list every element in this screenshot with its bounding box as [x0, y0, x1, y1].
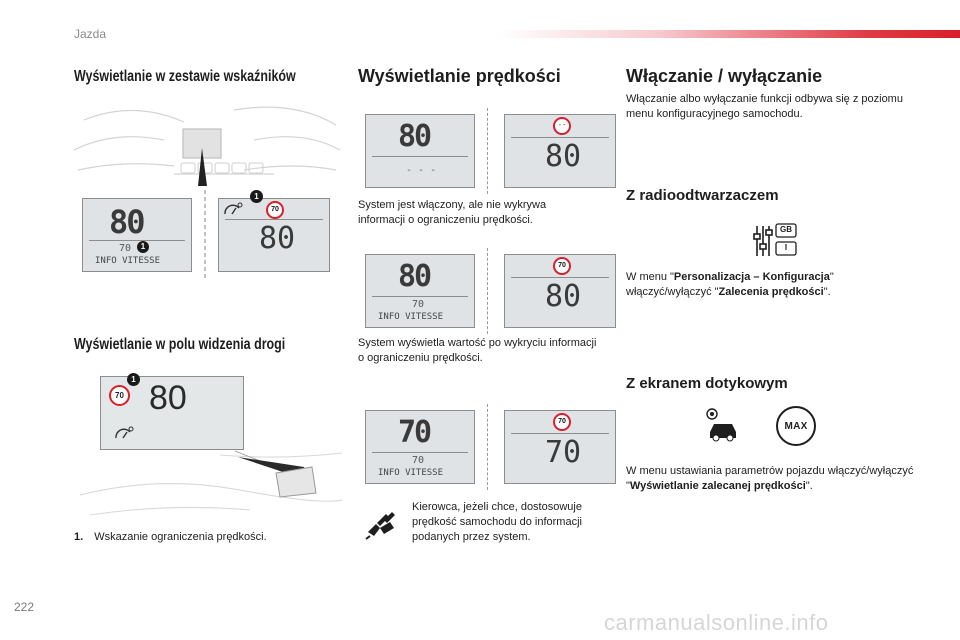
speedometer-icon — [115, 426, 134, 439]
heading-enable-disable: Włączanie / wyłączanie — [626, 66, 823, 86]
vehicle-settings-icon — [706, 408, 736, 442]
state-1-description: System jest włączony, ale nie wykrywa in… — [358, 199, 547, 226]
speed-limit-sign-icon: 70 — [109, 385, 130, 406]
enable-intro-text: Włączanie albo wyłączanie funkcji odbywa… — [626, 93, 903, 120]
speed-limit-sign-icon: - - — [553, 117, 571, 135]
lcd-speed: 80 — [398, 259, 432, 294]
lcd-speed: 80 — [545, 139, 582, 174]
lcd-speed: 80 — [398, 119, 432, 154]
lcd-divider — [372, 296, 468, 297]
lcd-divider — [372, 452, 468, 453]
settings-sliders-icon — [753, 223, 797, 256]
max-speed-icon: MAX — [776, 406, 816, 446]
speed-limit-sign-icon: 70 — [553, 413, 571, 431]
heading-with-radio: Z radioodtwarzaczem — [626, 187, 779, 204]
lcd-left-state-3: 70 70 INFO VITESSE — [365, 410, 475, 484]
lcd-right-state-2: 80 70 — [504, 254, 616, 328]
separator — [487, 404, 489, 490]
lcd-speed: 80 — [109, 203, 146, 241]
lcd-limit-small: 70 — [119, 243, 132, 254]
lcd-info-text: INFO VITESSE — [95, 256, 161, 266]
hud-screen: 70 1 80 — [100, 373, 244, 450]
head-up-display-illustration — [80, 450, 342, 516]
footnote-text: Wskazanie ograniczenia prędkości. — [94, 531, 267, 543]
instrument-cluster-illustration — [74, 106, 341, 280]
speed-limit-sign-icon: 70 — [266, 201, 284, 219]
separator — [487, 248, 489, 334]
lcd-divider — [511, 137, 609, 138]
i-badge: I — [784, 243, 788, 252]
state-3-description: Kierowca, jeżeli chce, dostosowuje prędk… — [412, 501, 582, 543]
gb-badge: GB — [780, 225, 792, 234]
callout-marker: 1 — [250, 190, 263, 203]
radio-instructions: W menu "Personalizacja – Konfiguracja" w… — [626, 271, 834, 298]
driver-hand-icon — [365, 512, 395, 540]
callout-marker: 1 — [127, 373, 140, 386]
section-label: Jazda — [74, 27, 107, 41]
watermark: carmanualsonline.info — [604, 610, 829, 635]
lcd-limit-small: 70 — [412, 455, 425, 466]
cluster-lcd-left: 80 70 1 INFO VITESSE — [82, 198, 192, 272]
lcd-left-state-1: 80 - - - — [365, 114, 475, 188]
lcd-left-state-2: 80 70 INFO VITESSE — [365, 254, 475, 328]
cluster-lcd-right: 80 — [218, 198, 330, 272]
lcd-right-state-3: 70 70 — [504, 410, 616, 484]
separator — [487, 108, 489, 194]
max-label: MAX — [784, 420, 808, 432]
lcd-divider — [511, 277, 609, 278]
heading-speed-display: Wyświetlanie prędkości — [358, 66, 561, 86]
callout-marker: 1 — [137, 241, 149, 253]
lcd-info-text: INFO VITESSE — [378, 312, 444, 322]
lcd-speed: 70 — [545, 435, 582, 470]
footnote: 1. Wskazanie ograniczenia prędkości. — [74, 530, 267, 545]
hud-speed: 80 — [149, 379, 187, 417]
lcd-speed: 70 — [398, 415, 432, 450]
page-number: 222 — [14, 600, 35, 614]
touchscreen-instructions: W menu ustawiania parametrów pojazdu włą… — [626, 465, 914, 492]
speed-limit-sign-icon: 70 — [553, 257, 571, 275]
heading-instrument-panel-display: Wyświetlanie w zestawie wskaźników — [74, 68, 296, 85]
lcd-speed: 80 — [259, 221, 296, 256]
lcd-divider — [372, 156, 468, 157]
lcd-divider — [225, 219, 323, 220]
heading-head-up-display: Wyświetlanie w polu widzenia drogi — [74, 336, 286, 353]
lcd-speed: 80 — [545, 279, 582, 314]
state-2-description: System wyświetla wartość po wykryciu inf… — [358, 337, 597, 364]
footnote-number: 1. — [74, 531, 84, 543]
speedometer-icon — [224, 202, 243, 215]
heading-with-touchscreen: Z ekranem dotykowym — [626, 375, 788, 392]
lcd-right-state-1: 80 - - — [504, 114, 616, 188]
lcd-no-limit-dashes: - - - — [406, 165, 437, 176]
header-accent-bar — [498, 30, 960, 38]
lcd-info-text: INFO VITESSE — [378, 468, 444, 478]
lcd-divider — [89, 240, 185, 241]
lcd-divider — [511, 433, 609, 434]
lcd-limit-small: 70 — [412, 299, 425, 310]
